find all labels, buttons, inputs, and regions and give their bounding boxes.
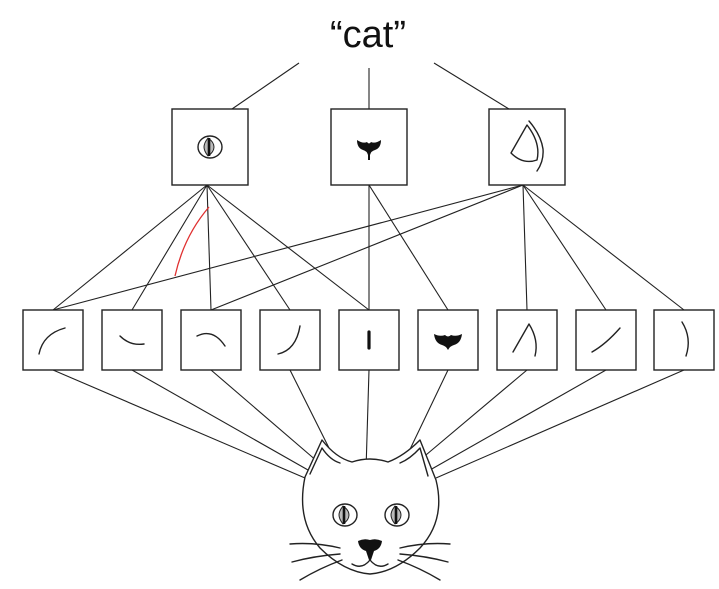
feature-box-nose — [330, 108, 408, 186]
feature-box-eye — [171, 108, 249, 186]
class-label: “cat” — [330, 14, 406, 56]
feature-box-diagonal-line — [575, 309, 637, 371]
edge-diagonal-line-to-cat — [429, 369, 607, 471]
edge-eye-to-curve-upper-left — [52, 184, 208, 311]
label-edges — [231, 62, 510, 110]
edge-curve-upper-left-to-cat — [52, 369, 306, 479]
feature-box-short-dash — [101, 309, 163, 371]
feature-box-arc-down — [180, 309, 242, 371]
feature-edges — [52, 184, 685, 311]
feature-box-vertical-curve — [653, 309, 715, 371]
cat-face-icon — [289, 439, 451, 581]
feature-box-curve-rising — [259, 309, 321, 371]
feature-box-vertical-bar — [338, 309, 400, 371]
edge-nose-to-nose-blob — [368, 184, 449, 311]
feature-box-curve-upper-left — [22, 309, 84, 371]
edge-eye-to-curve-rising — [206, 184, 291, 311]
edge-short-dash-to-cat — [131, 369, 309, 471]
edge-ear-to-diagonal-line — [522, 184, 607, 311]
feature-box-ear — [488, 108, 566, 186]
highlighted-edge — [174, 206, 210, 277]
input-edges — [52, 369, 685, 479]
edge-eye-to-short-dash — [131, 184, 208, 311]
low-level-features — [22, 309, 715, 371]
feature-box-ear-tip — [496, 309, 558, 371]
edge-ear-to-vertical-curve — [522, 184, 685, 311]
edge-ear-tip-to-cat — [419, 369, 528, 461]
edge-arc-down-to-cat — [210, 369, 319, 463]
edge-eye-to-arc-down — [206, 184, 212, 311]
feature-box-nose-blob — [417, 309, 479, 371]
high-level-features — [171, 108, 566, 186]
edge-vertical-curve-to-cat — [435, 369, 685, 479]
edge-ear-to-curve-upper-left — [52, 184, 524, 311]
edge-ear-to-arc-down — [210, 184, 524, 311]
edge-ear-to-ear-tip — [522, 184, 528, 311]
edge-vertical-bar-to-cat — [365, 369, 370, 471]
